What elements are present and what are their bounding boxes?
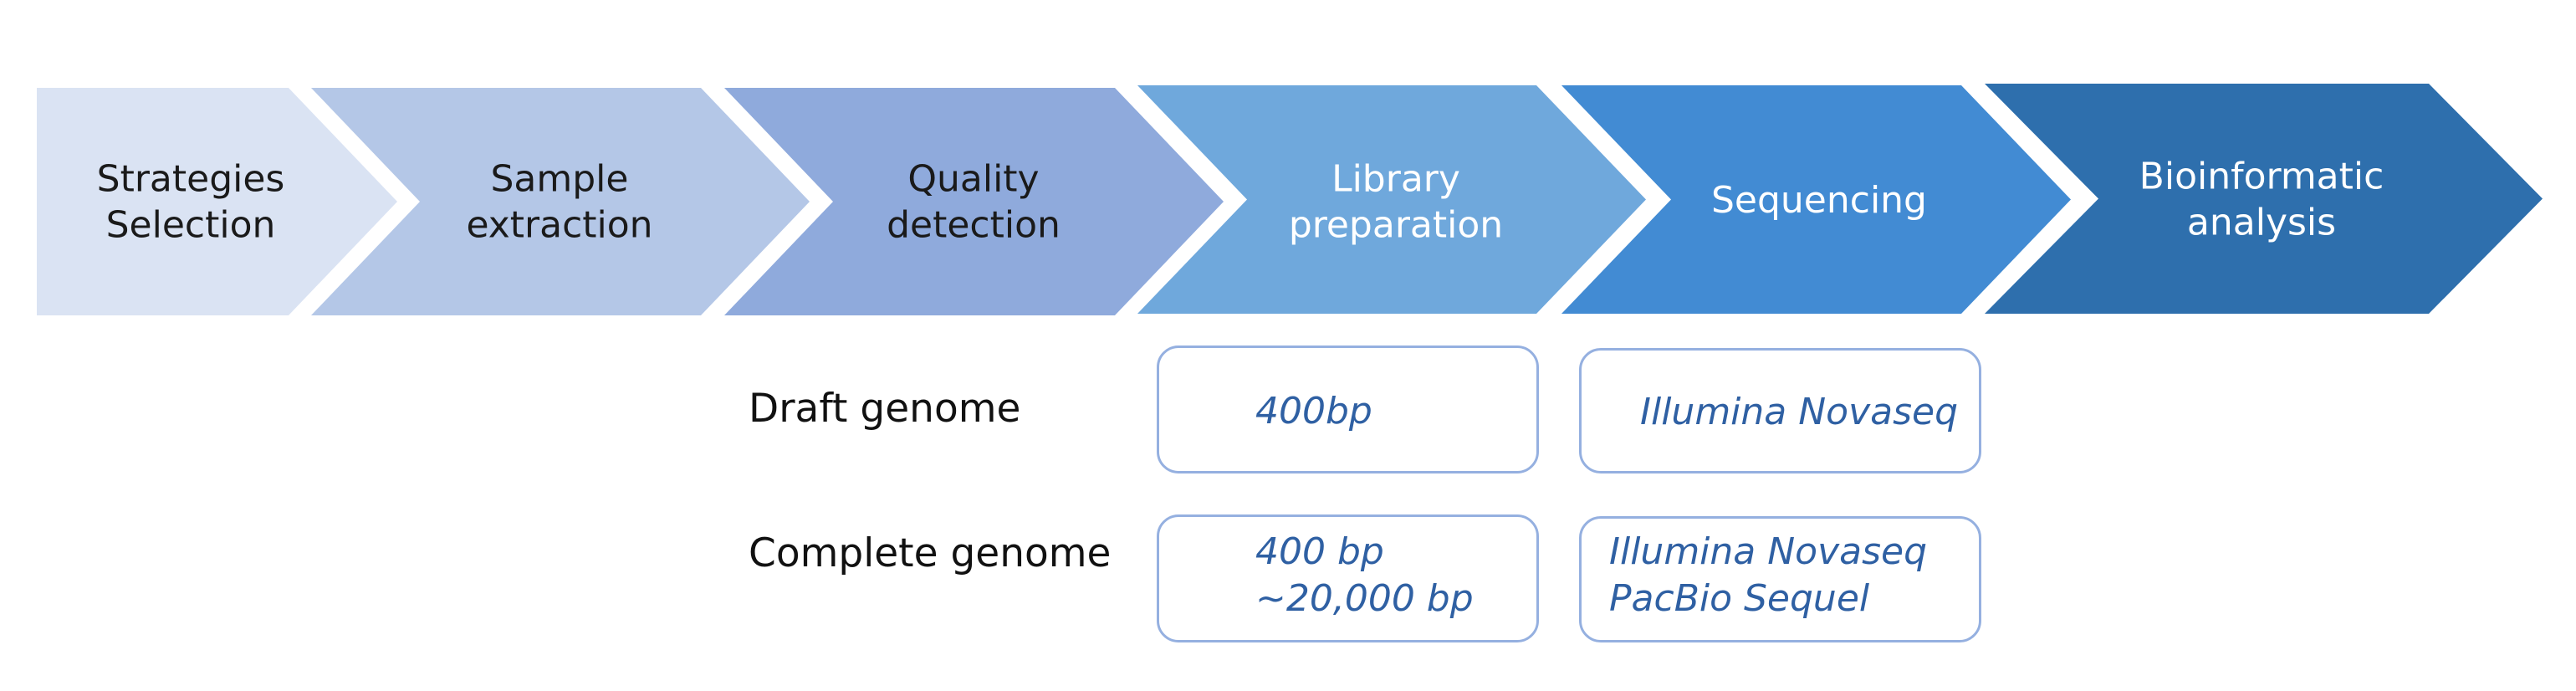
complete-sequencing-value-1: Illumina Novaseq <box>1609 530 1927 573</box>
complete-library-value-1: 400 bp <box>1255 530 1384 573</box>
step-quality-detection-label-line: Quality <box>907 158 1039 201</box>
step-sequencing-shape <box>1561 85 2071 314</box>
draft-sequencing-box: Illumina Novaseq <box>1579 348 1981 473</box>
step-strategies-selection-label-line: Selection <box>106 204 276 247</box>
step-library-preparation-label-line: Library <box>1331 158 1460 201</box>
step-sample-extraction-label-line: extraction <box>466 204 652 247</box>
step-sample-extraction-label-line: Sample <box>491 158 629 201</box>
step-bioinformatic-analysis-shape <box>1985 84 2543 314</box>
step-library-preparation-label-line: preparation <box>1289 204 1503 247</box>
complete-sequencing-value-2: PacBio Sequel <box>1609 577 1870 620</box>
row-label-draft-genome: Draft genome <box>749 386 1021 432</box>
draft-library-value: 400bp <box>1255 390 1372 433</box>
draft-library-box: 400bp <box>1157 346 1539 473</box>
complete-library-box: 400 bp ~20,000 bp <box>1157 514 1539 642</box>
complete-library-value-2: ~20,000 bp <box>1255 577 1474 620</box>
step-bioinformatic-analysis-label-line: Bioinformatic <box>2139 156 2384 198</box>
step-quality-detection-label-line: detection <box>887 204 1061 247</box>
complete-sequencing-box: Illumina Novaseq PacBio Sequel <box>1579 516 1981 642</box>
step-sample-extraction-shape <box>311 88 810 315</box>
step-bioinformatic-analysis-label-line: analysis <box>2187 202 2336 244</box>
step-library-preparation-shape <box>1137 85 1646 314</box>
step-strategies-selection-shape <box>37 88 397 315</box>
row-label-complete-genome: Complete genome <box>749 530 1112 576</box>
step-strategies-selection-label-line: Strategies <box>97 158 285 201</box>
draft-sequencing-value: Illumina Novaseq <box>1640 391 1958 433</box>
step-sequencing-label: Sequencing <box>1711 179 1927 222</box>
step-quality-detection-shape <box>724 88 1224 315</box>
step-sequencing-label-line: Sequencing <box>1711 179 1927 222</box>
